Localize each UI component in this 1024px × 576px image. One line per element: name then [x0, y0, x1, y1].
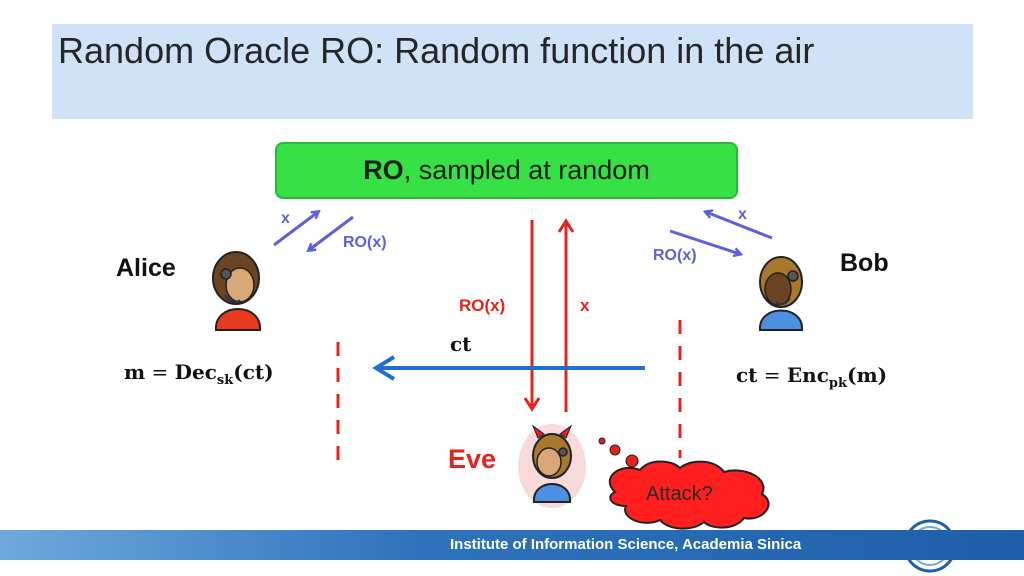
formula-sub: sk	[216, 373, 234, 388]
attack-bubble-text: Attack?	[646, 483, 713, 505]
thought-dot	[625, 454, 639, 468]
eve-name: Eve	[448, 444, 497, 474]
eve-query-label: x	[580, 296, 590, 315]
formula-eq: =	[151, 360, 169, 384]
random-oracle-box: RO, sampled at random	[275, 142, 738, 199]
formula-lhs: m	[124, 360, 146, 384]
alice-name: Alice	[116, 254, 176, 282]
alice-avatar-icon	[212, 251, 262, 331]
title-bar	[52, 24, 973, 119]
formula-fn: Enc	[786, 363, 829, 387]
alice-query-label: x	[281, 210, 290, 227]
bob-query-arrow	[706, 212, 773, 240]
footer-bar	[0, 530, 1024, 560]
formula-lhs: ct	[736, 363, 758, 387]
thought-dot	[609, 444, 621, 456]
channel-label: ct	[450, 332, 472, 356]
alice-answer-label: RO(x)	[343, 234, 387, 251]
bob-query-label: x	[738, 206, 747, 223]
ro-box-text: , sampled at random	[403, 155, 650, 185]
formula-arg: (m)	[846, 363, 888, 387]
formula-arg: (ct)	[233, 360, 274, 384]
alice-answer-arrow	[309, 215, 354, 250]
attack-thought-cloud	[608, 460, 770, 530]
alice-decrypt-formula: m = Decsk(ct)	[124, 360, 274, 388]
formula-sub: pk	[828, 376, 847, 391]
ro-box-bold: RO	[363, 155, 404, 185]
slide-title: Random Oracle RO: Random function in the…	[58, 30, 815, 71]
thought-dot	[598, 437, 606, 445]
footer-institute: Institute of Information Science, Academ…	[450, 536, 802, 553]
bob-avatar-icon	[758, 256, 804, 331]
alice-query-arrow	[273, 212, 318, 247]
bob-name: Bob	[840, 249, 889, 277]
bob-answer-arrow	[669, 229, 740, 254]
bob-answer-label: RO(x)	[653, 247, 697, 264]
formula-fn: Dec	[174, 360, 217, 384]
eve-devil-avatar-icon	[518, 424, 586, 508]
formula-eq: =	[763, 363, 781, 387]
bob-encrypt-formula: ct = Encpk(m)	[736, 363, 887, 391]
eve-answer-label: RO(x)	[459, 296, 506, 315]
